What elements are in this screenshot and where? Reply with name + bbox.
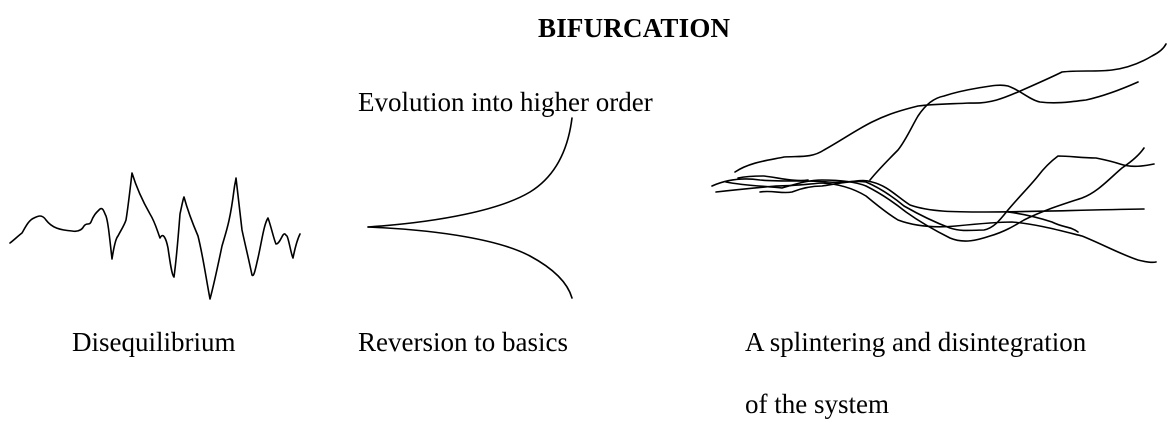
upper-branch-label: Evolution into higher order [358, 87, 653, 117]
lower-branch-label: Reversion to basics [358, 327, 568, 357]
splinter-strand [737, 175, 809, 182]
splinter-strand [759, 155, 1155, 232]
lower-branch-curve [367, 226, 573, 299]
disequilibrium-squiggle [9, 172, 301, 300]
splinter-strand [725, 147, 1145, 242]
splinter-strand [734, 43, 1167, 173]
upper-branch-curve [367, 117, 573, 228]
splinter-strand [715, 182, 1157, 264]
splinter-label-line2: of the system [745, 389, 889, 419]
splinter-strand [869, 81, 1139, 181]
diagram-title: BIFURCATION [538, 13, 731, 43]
splinter-strand [711, 178, 1145, 213]
disequilibrium-label: Disequilibrium [72, 327, 236, 357]
splinter-strand [1007, 211, 1079, 233]
splinter-label-line1: A splintering and disintegration [745, 327, 1087, 357]
